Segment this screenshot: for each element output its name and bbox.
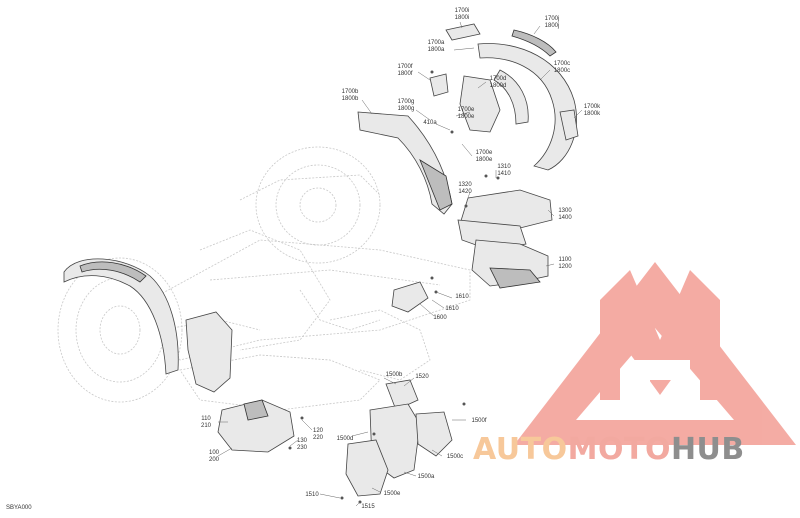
callout-label: 1500d [337,436,354,442]
callout-label: 1515 [361,504,375,510]
callout-label: 1610 [455,294,469,300]
callout-label: 1600 [433,315,447,321]
watermark-text-hub: HUB [670,432,745,467]
callout-label: 410a [423,120,437,126]
rear-fender-assembly [429,23,579,171]
side-deflector-panel [357,111,453,215]
lower-side-panels [345,379,453,497]
vehicle-frame-outline [57,146,471,411]
watermark-text-auto: AUTO [473,432,568,467]
leader-lines [217,21,583,507]
bracket-1600 [391,281,429,313]
callout-label: 1500c [447,454,463,460]
front-left-fender [63,258,233,393]
callout-label: 1500a [418,474,435,480]
mid-body-panels [457,189,553,289]
watermark-logo [514,262,796,445]
callout-label: 1500b [386,372,403,378]
callout-label: 1500e [384,491,401,497]
callout-label: 1510 [305,492,319,498]
fasteners [288,70,500,504]
callout-label: 1610 [445,306,459,312]
watermark-text: AUTOMOTOHUB [473,432,745,467]
callout-label: 1520 [415,374,429,380]
callout-label: 1500f [471,418,486,424]
diagram-reference-code: SBYA000 [6,505,32,511]
skid-plate [217,399,295,453]
watermark-text-moto: MOTO [567,432,671,467]
